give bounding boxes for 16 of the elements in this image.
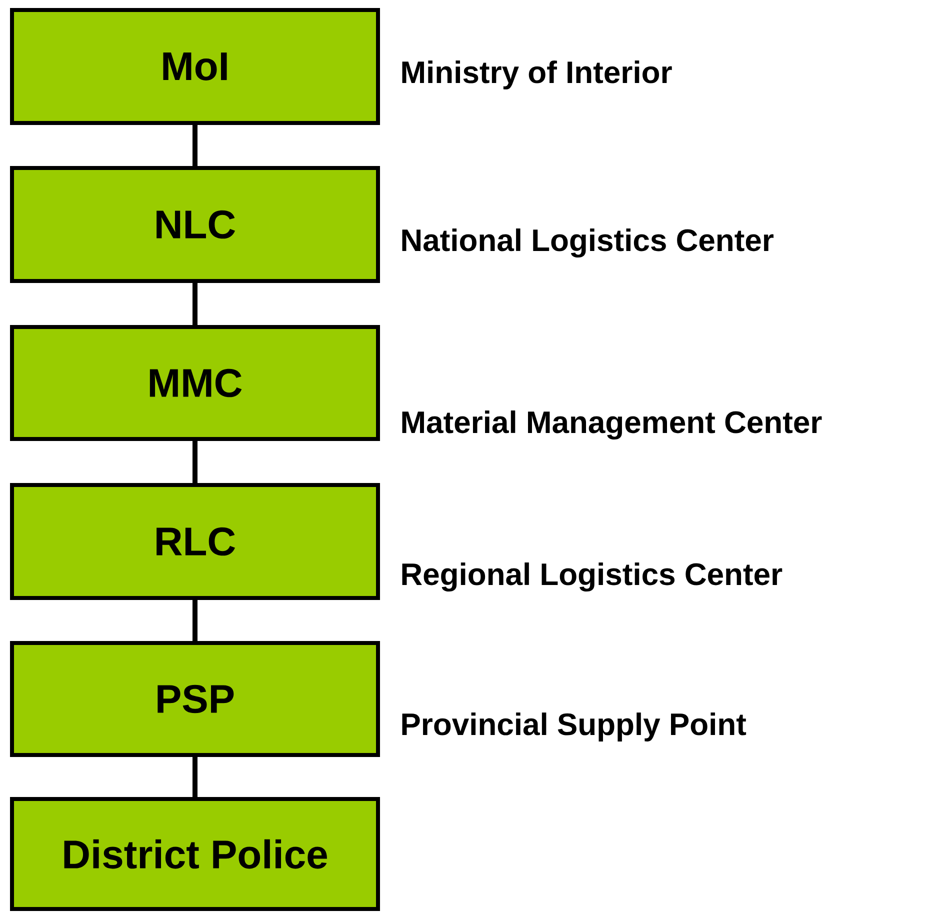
process-box: MoI	[10, 8, 380, 125]
process-box: NLC	[10, 166, 380, 283]
connector-line	[192, 125, 198, 166]
connector-line	[192, 757, 198, 797]
process-box: MMC	[10, 325, 380, 441]
process-box: PSP	[10, 641, 380, 757]
side-label: National Logistics Center	[402, 228, 774, 258]
connector-line	[192, 283, 198, 325]
process-box: RLC	[10, 483, 380, 600]
connector-line	[192, 441, 198, 483]
side-label: Regional Logistics Center	[402, 562, 782, 592]
process-box: District Police	[10, 797, 380, 911]
side-label: Provincial Supply Point	[402, 712, 746, 742]
side-label: Material Management Center	[402, 410, 822, 440]
connector-line	[192, 600, 198, 641]
side-label: Ministry of Interior	[402, 60, 672, 90]
